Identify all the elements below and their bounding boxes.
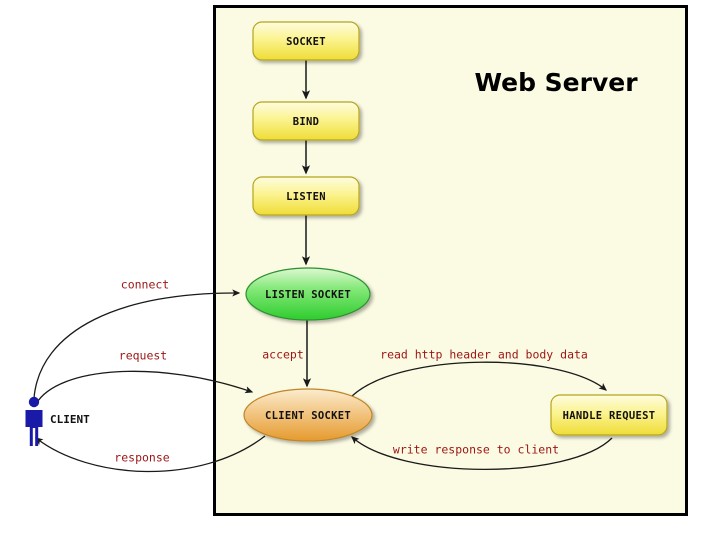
node-listen-socket-label: LISTEN SOCKET: [265, 289, 351, 301]
node-handle-request[interactable]: HANDLE REQUEST: [550, 394, 668, 436]
page-title: Web Server: [474, 68, 638, 97]
edge-request: [35, 370, 254, 405]
node-client-socket[interactable]: CLIENT SOCKET: [243, 388, 373, 442]
edge-label-response: response: [114, 451, 169, 465]
node-bind[interactable]: BIND: [252, 101, 360, 141]
edge-label-connect: connect: [121, 278, 169, 292]
edge-read-request: [351, 361, 607, 397]
edge-label-write-response: write response to client: [393, 443, 559, 457]
node-socket-label: SOCKET: [286, 36, 326, 48]
node-bind-label: BIND: [293, 116, 320, 128]
client-actor[interactable]: CLIENT: [25, 396, 91, 446]
edge-label-read-request: read http header and body data: [380, 348, 588, 362]
client-label: CLIENT: [50, 413, 90, 426]
node-client-socket-label: CLIENT SOCKET: [265, 410, 351, 422]
edge-label-accept: accept: [262, 348, 304, 362]
node-listen[interactable]: LISTEN: [252, 176, 360, 216]
edge-response: [34, 435, 266, 473]
edge-connect: [33, 289, 241, 399]
edge-label-request: request: [119, 349, 167, 363]
node-handle-request-label: HANDLE REQUEST: [563, 410, 656, 422]
node-listen-socket[interactable]: LISTEN SOCKET: [245, 267, 371, 321]
node-listen-label: LISTEN: [286, 191, 326, 203]
node-socket[interactable]: SOCKET: [252, 21, 360, 61]
edge-write-response: [351, 436, 613, 471]
client-figure-icon: [25, 396, 43, 446]
